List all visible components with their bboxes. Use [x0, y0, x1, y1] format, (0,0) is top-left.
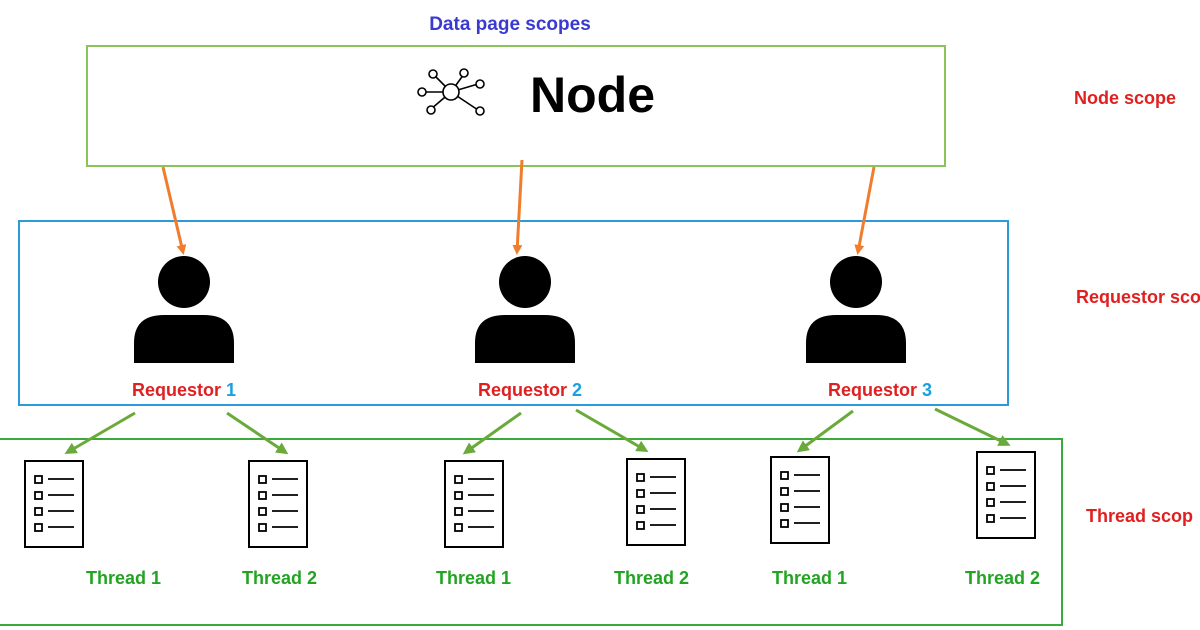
checklist-document-icon — [976, 451, 1036, 539]
thread-label: Thread 2 — [242, 568, 318, 588]
requestor-to-thread-arrow — [796, 409, 854, 453]
node-scope-box — [86, 45, 946, 167]
requestor-word: Requestor — [478, 380, 568, 400]
checklist-document-icon — [626, 458, 686, 546]
thread-label: Thread 1 — [436, 568, 512, 588]
node-scope-label: Node scope — [1074, 88, 1177, 108]
requestor-number: 2 — [572, 380, 583, 400]
requestor-to-thread-arrow — [64, 411, 136, 455]
requestor-to-thread-arrow — [934, 407, 1011, 446]
node-label: Node — [530, 67, 655, 123]
requestor-scope-box — [18, 220, 1009, 406]
requestor-to-thread-arrow — [462, 411, 522, 455]
thread-label: Thread 1 — [86, 568, 162, 588]
network-hub-icon — [417, 68, 485, 116]
thread-label: Thread 2 — [614, 568, 690, 588]
requestor-label: Requestor 3 — [828, 380, 932, 401]
person-icon — [134, 256, 234, 363]
thread-scope-label: Thread scop — [1086, 506, 1194, 526]
requestor-number: 1 — [226, 380, 237, 400]
requestor-to-thread-arrow — [226, 411, 289, 455]
checklist-document-icon — [444, 460, 504, 548]
node-to-requestor-arrow — [854, 166, 876, 255]
thread-label: Thread 1 — [772, 568, 848, 588]
requestor-word: Requestor — [132, 380, 222, 400]
node-to-requestor-arrow — [512, 159, 524, 255]
checklist-document-icon — [770, 456, 830, 544]
checklist-document-icon — [248, 460, 308, 548]
node-to-requestor-arrow — [161, 166, 187, 255]
thread-label: Thread 2 — [965, 568, 1041, 588]
checklist-document-icon — [24, 460, 84, 548]
requestor-word: Requestor — [828, 380, 918, 400]
requestor-scope-label: Requestor sco — [1076, 287, 1200, 307]
requestor-to-thread-arrow — [575, 408, 649, 453]
requestor-number: 3 — [922, 380, 933, 400]
requestor-label: Requestor 2 — [478, 380, 582, 401]
diagram-title: Data page scopes — [429, 14, 591, 35]
person-icon — [806, 256, 906, 363]
thread-scope-box — [0, 438, 1063, 626]
person-icon — [475, 256, 575, 363]
requestor-label: Requestor 1 — [132, 380, 236, 401]
